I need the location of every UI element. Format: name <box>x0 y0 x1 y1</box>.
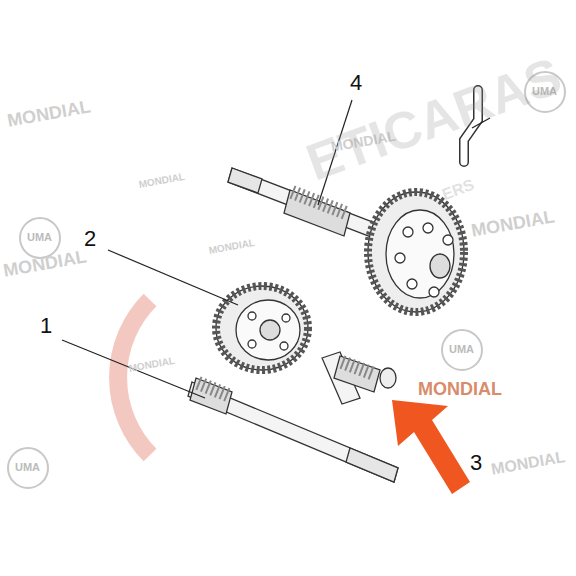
callout-number: 4 <box>350 72 362 94</box>
watermark: MONDIAL <box>6 97 92 129</box>
watermark: MONDIAL <box>418 380 502 398</box>
watermark: MONDIAL <box>470 207 556 239</box>
watermark: MONDIAL <box>128 356 176 374</box>
watermark: MONDIAL <box>490 449 566 478</box>
pinion-3 <box>322 352 396 404</box>
watermark: MONDIAL <box>2 247 88 279</box>
callout-number: 1 <box>40 315 52 337</box>
watermark-logo: UMA <box>449 344 474 355</box>
logo-arc <box>118 300 150 455</box>
pointer-arrow <box>392 400 470 494</box>
callout-number: 3 <box>470 452 482 474</box>
watermark-logo: UMA <box>15 462 40 473</box>
shaft-1 <box>188 378 398 482</box>
watermark: ETICARAS <box>300 49 568 189</box>
watermark: MONDIAL <box>138 172 186 190</box>
watermark: MONDIAL <box>208 238 256 256</box>
uma-logos <box>8 72 565 488</box>
callout-number: 2 <box>84 228 96 250</box>
watermark: ERS <box>440 177 476 203</box>
gear-2 <box>216 286 308 370</box>
watermark-logo: UMA <box>27 232 52 243</box>
